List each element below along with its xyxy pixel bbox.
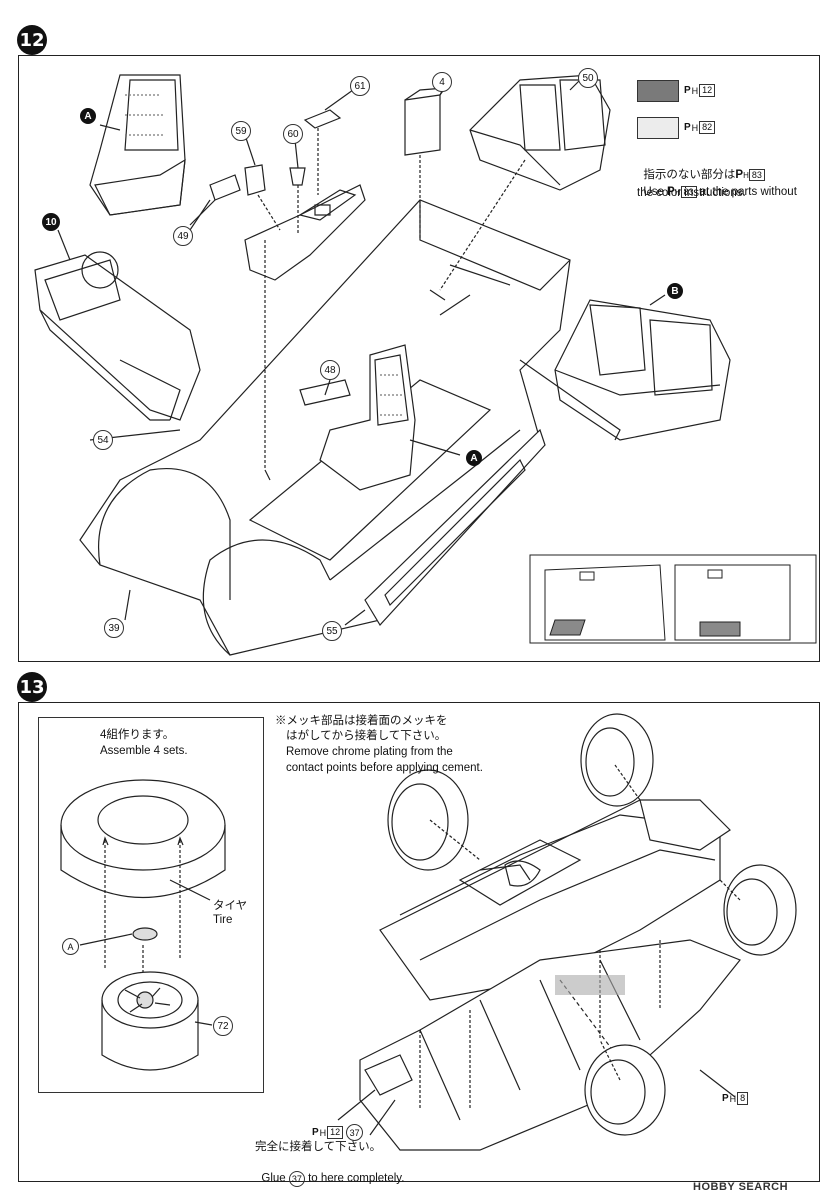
part-number-4: 4 bbox=[432, 72, 452, 92]
glue-note-en: Glue 37 to here completely. bbox=[255, 1156, 404, 1187]
label-B: B bbox=[667, 283, 683, 299]
part-number-54: 54 bbox=[93, 430, 113, 450]
part-number-48: 48 bbox=[320, 360, 340, 380]
step-13-badge: 13 bbox=[17, 672, 47, 702]
part-number-49: 49 bbox=[173, 226, 193, 246]
part-number-55: 55 bbox=[322, 621, 342, 641]
label-A-disc: A bbox=[62, 938, 79, 955]
chrome-note-jp-2: はがしてから接着して下さい。 bbox=[286, 730, 447, 742]
label-A-bottom: A bbox=[466, 450, 482, 466]
color-note-en-2: the color instructions. bbox=[637, 187, 746, 199]
part-number-61: 61 bbox=[350, 76, 370, 96]
part-number-59: 59 bbox=[231, 121, 251, 141]
part-number-72: 72 bbox=[213, 1016, 233, 1036]
color-swatch-light bbox=[637, 117, 679, 139]
step-12-illustration bbox=[34, 74, 817, 656]
tire-label-jp: タイヤ bbox=[213, 900, 248, 912]
part-number-50: 50 bbox=[578, 68, 598, 88]
part-number-60: 60 bbox=[283, 124, 303, 144]
watermark: HOBBY SEARCH bbox=[693, 1181, 789, 1193]
chrome-note-en-1: Remove chrome plating from the bbox=[286, 746, 453, 758]
part-number-39: 39 bbox=[104, 618, 124, 638]
color-swatch-dark bbox=[637, 80, 679, 102]
glue-note-jp: 完全に接着して下さい。 bbox=[255, 1141, 382, 1153]
chrome-note-en-2: contact points before applying cement. bbox=[286, 762, 483, 774]
chrome-note-jp-1: ※メッキ部品は接着面のメッキを bbox=[275, 715, 448, 727]
inset-note-jp: 4組作ります。 bbox=[100, 729, 175, 741]
label-10: 10 bbox=[42, 213, 60, 231]
step-12-badge: 12 bbox=[17, 25, 47, 55]
inset-note-en: Assemble 4 sets. bbox=[100, 745, 188, 757]
tire-label-en: Tire bbox=[213, 914, 233, 926]
label-A-top: A bbox=[80, 108, 96, 124]
